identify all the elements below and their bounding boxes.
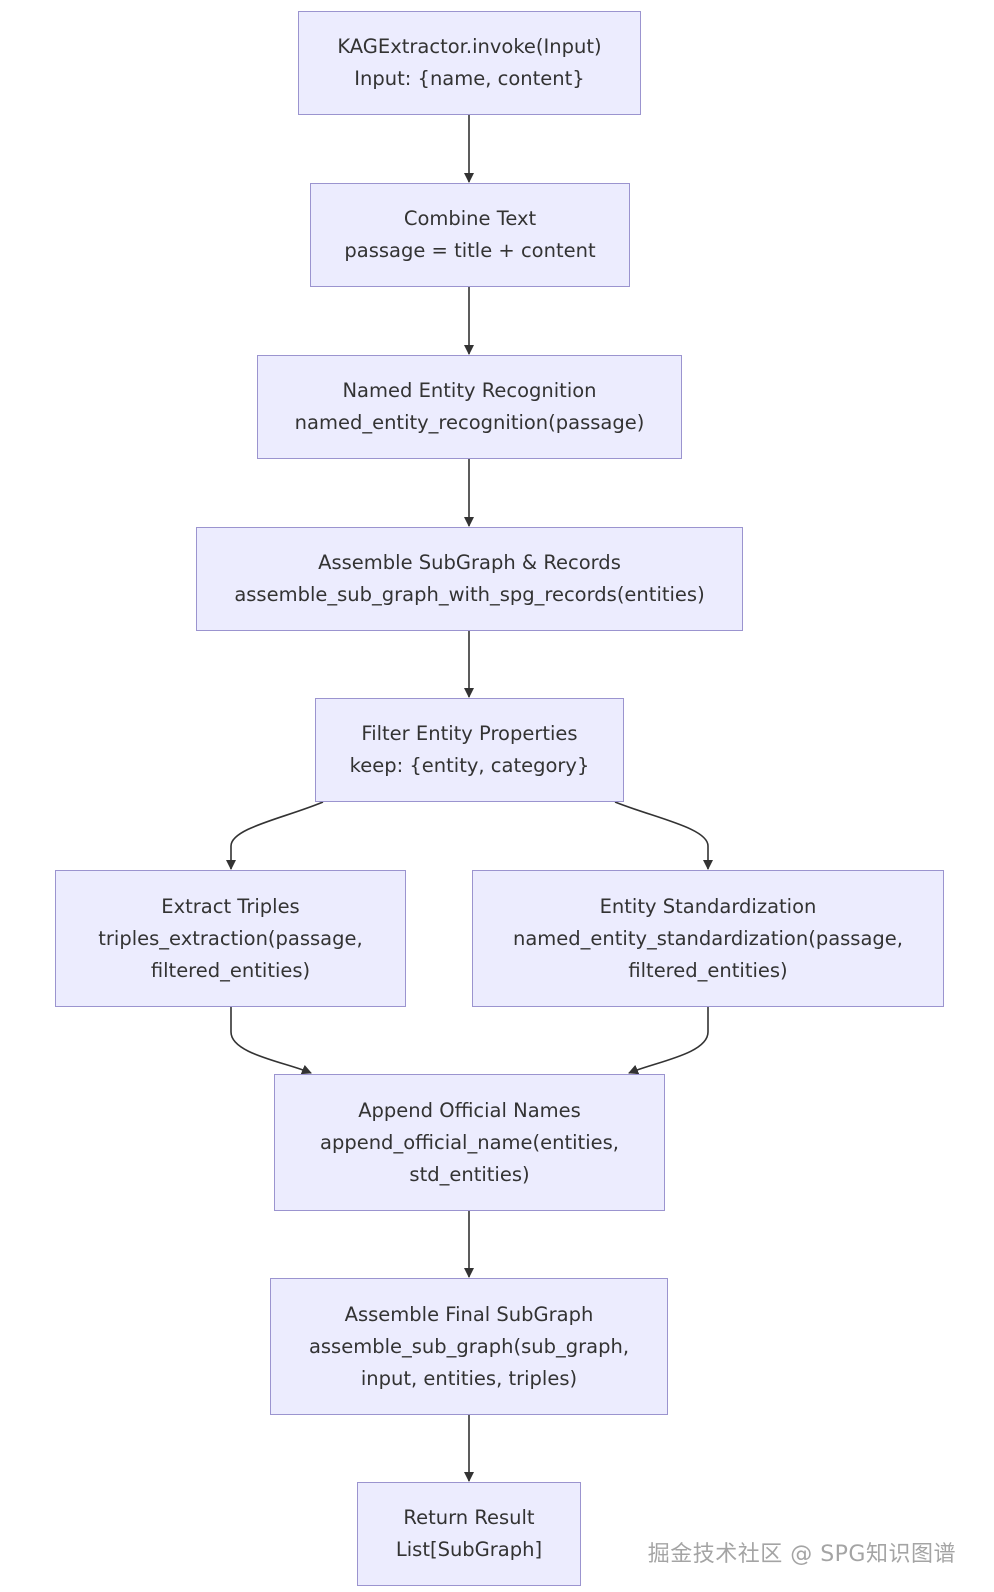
node-assemble-subgraph-records-detail: assemble_sub_graph_with_spg_records(enti… [234,583,705,606]
node-assemble-final-subgraph-detail-2: input, entities, triples) [360,1366,578,1390]
node-ner-title: Named Entity Recognition [342,379,597,402]
node-append-official-names-title: Append Official Names [358,1098,581,1122]
edge-n6-n8 [230,1007,312,1075]
node-combine-text-detail: passage = title + content [344,239,596,262]
edge-n5-n6 [226,801,324,870]
node-entity-standardization-title: Entity Standardization [599,894,817,918]
node-append-official-names: Append Official Names append_official_na… [274,1074,665,1211]
node-return-result-title: Return Result [403,1506,535,1529]
node-append-official-names-detail-2: std_entities) [409,1162,530,1186]
node-combine-text: Combine Text passage = title + content [310,183,630,287]
node-extract-triples: Extract Triples triples_extraction(passa… [55,870,406,1007]
node-assemble-subgraph-records: Assemble SubGraph & Records assemble_sub… [196,527,743,631]
node-ner-detail: named_entity_recognition(passage) [294,411,645,434]
node-combine-text-title: Combine Text [403,207,537,230]
node-extract-triples-title: Extract Triples [161,894,300,918]
node-extract-triples-detail-1: triples_extraction(passage, [98,926,363,950]
node-entity-standardization-detail-2: filtered_entities) [628,958,788,982]
node-invoke: KAGExtractor.invoke(Input) Input: {name,… [298,11,641,115]
node-filter-entity-properties-title: Filter Entity Properties [361,722,578,745]
node-return-result: Return Result List[SubGraph] [357,1482,581,1586]
node-filter-entity-properties-detail: keep: {entity, category} [349,754,590,777]
node-assemble-final-subgraph-title: Assemble Final SubGraph [344,1302,594,1326]
node-assemble-final-subgraph-detail-1: assemble_sub_graph(sub_graph, [308,1334,630,1358]
node-filter-entity-properties: Filter Entity Properties keep: {entity, … [315,698,624,802]
edge-n7-n8 [628,1007,709,1075]
node-entity-standardization-detail-1: named_entity_standardization(passage, [512,926,903,950]
node-append-official-names-detail-1: append_official_name(entities, [320,1130,619,1154]
watermark: 掘金技术社区 @ SPG知识图谱 [647,1542,956,1567]
node-assemble-final-subgraph: Assemble Final SubGraph assemble_sub_gra… [270,1278,668,1415]
node-return-result-detail: List[SubGraph] [395,1538,543,1561]
node-assemble-subgraph-records-title: Assemble SubGraph & Records [318,551,621,574]
node-invoke-title: KAGExtractor.invoke(Input) [337,35,602,58]
edge-n5-n7 [614,801,713,870]
node-extract-triples-detail-2: filtered_entities) [150,958,311,982]
node-entity-standardization: Entity Standardization named_entity_stan… [472,870,944,1007]
node-ner: Named Entity Recognition named_entity_re… [257,355,682,459]
node-invoke-detail: Input: {name, content} [354,67,585,90]
